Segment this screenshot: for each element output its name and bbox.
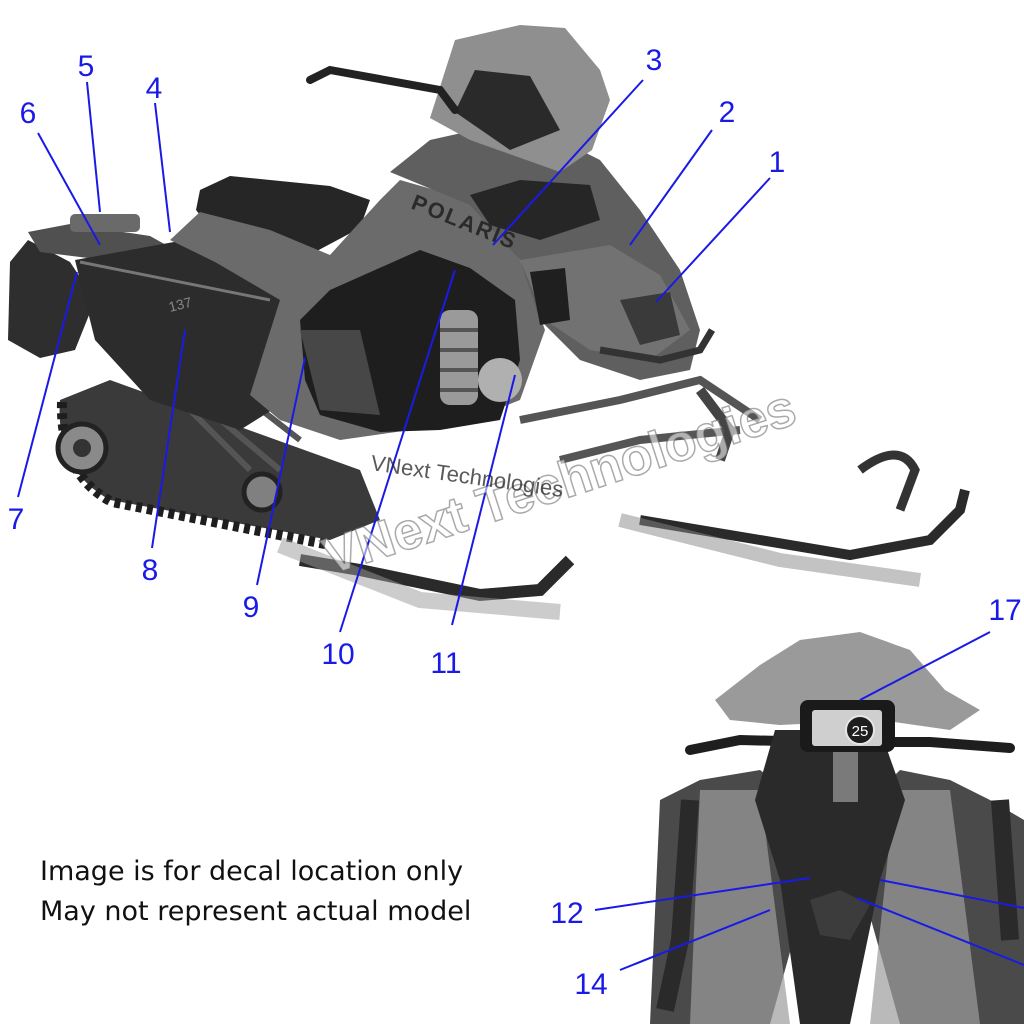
callout-5: 5 xyxy=(77,50,95,83)
callout-8: 8 xyxy=(141,554,159,587)
snowmobile-side-view: POLARIS 137 xyxy=(8,25,970,620)
callout-1: 1 xyxy=(768,146,786,179)
front-view-inset: 25 xyxy=(650,632,1024,1024)
callout-3: 3 xyxy=(645,44,663,77)
note-line-2: May not represent actual model xyxy=(40,896,472,927)
gauge-readout: 25 xyxy=(852,723,869,740)
model-badge: 137 xyxy=(167,294,194,315)
leader-lines xyxy=(17,79,1024,971)
callout-10: 10 xyxy=(321,638,355,671)
callout-9: 9 xyxy=(242,591,260,624)
callout-14: 14 xyxy=(574,968,608,1001)
callout-4: 4 xyxy=(145,72,163,105)
callout-2: 2 xyxy=(718,96,736,129)
callout-6: 6 xyxy=(19,97,37,130)
callout-11: 11 xyxy=(430,647,462,680)
callout-7: 7 xyxy=(7,503,25,536)
callout-12: 12 xyxy=(550,897,584,930)
callout-17: 17 xyxy=(988,594,1022,627)
note-line-1: Image is for decal location only xyxy=(40,856,464,887)
